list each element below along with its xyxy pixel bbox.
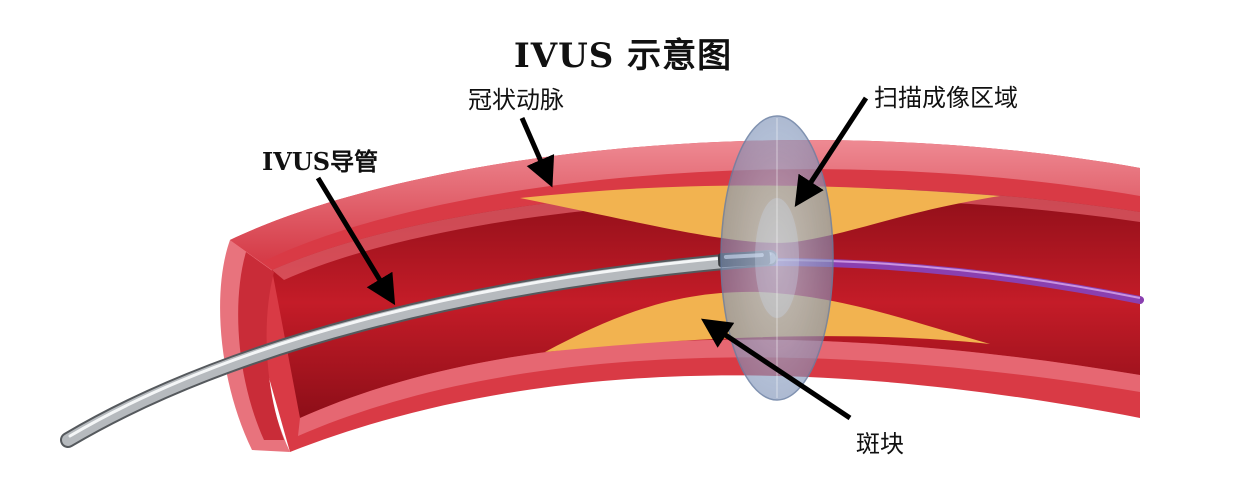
scan-region-arrow (794, 96, 869, 208)
plaque-arrow (701, 318, 852, 421)
label-catheter: IVUS导管 (262, 147, 379, 176)
label-scan-region: 扫描成像区域 (874, 84, 1018, 112)
artery-arrow (519, 116, 555, 188)
label-artery: 冠状动脉 (468, 86, 564, 114)
artery-bottom-band (298, 339, 1140, 436)
diagram-title: IVUS 示意图 (513, 36, 733, 76)
label-plaque: 斑块 (856, 430, 904, 458)
ivus-catheter-body (62, 252, 776, 446)
catheter-arrow (315, 176, 396, 306)
artery-top-band (230, 139, 1140, 262)
scan-disc (720, 115, 834, 401)
ivus-catheter-shine (68, 252, 772, 438)
